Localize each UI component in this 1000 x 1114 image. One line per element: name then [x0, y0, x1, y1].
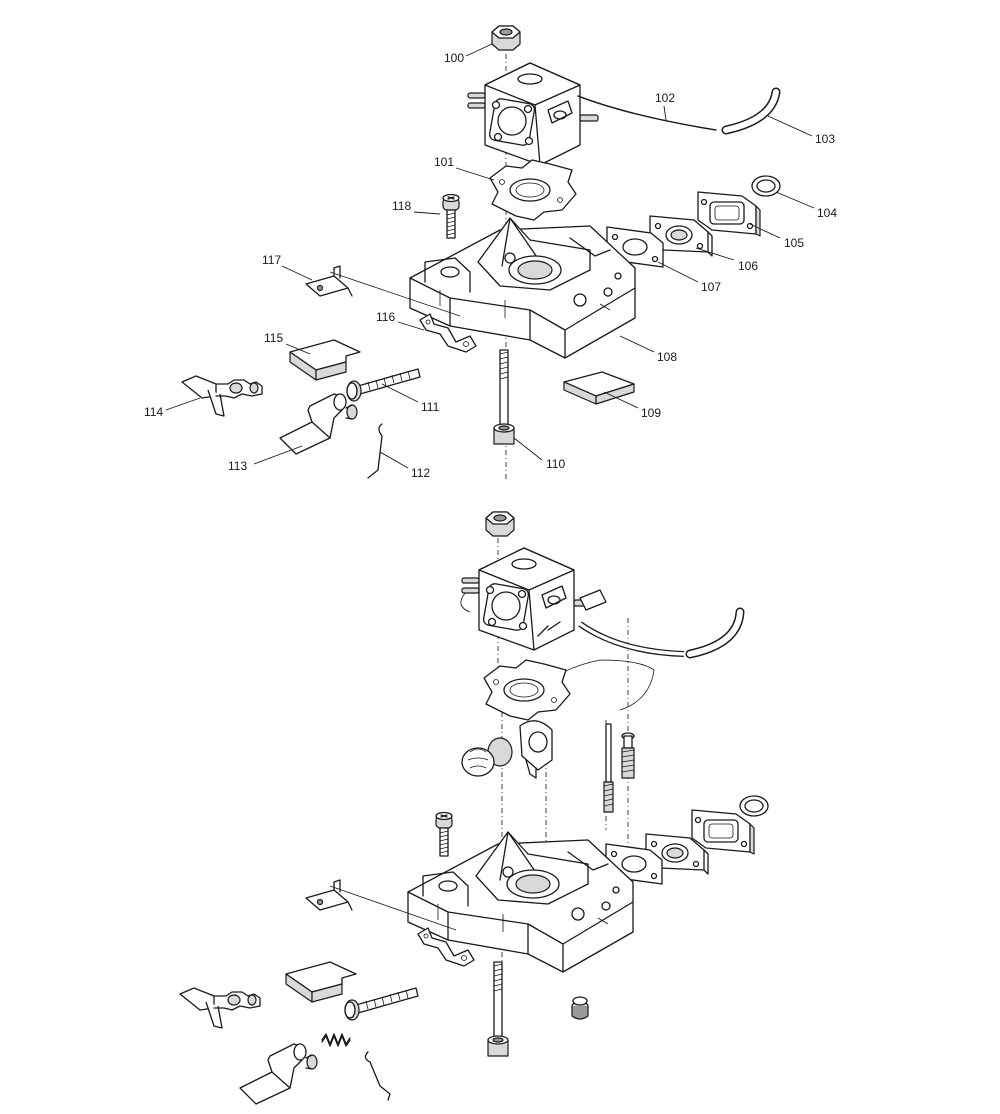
pad-part-109 [563, 371, 635, 405]
lever-part-114 [181, 375, 263, 417]
svg-text:102: 102 [655, 91, 675, 105]
lower-lever-arm [239, 1043, 318, 1105]
screw-part-118 [442, 193, 460, 239]
callout-106: 106 [695, 247, 758, 273]
svg-text:116: 116 [376, 310, 395, 324]
svg-text:103: 103 [815, 132, 835, 146]
callout-110: 110 [513, 437, 565, 471]
callout-115: 115 [264, 331, 311, 355]
svg-text:101: 101 [434, 155, 454, 169]
adjuster-pin [603, 723, 614, 813]
nut-part-100 [491, 25, 521, 51]
svg-text:106: 106 [738, 259, 758, 273]
callout-111: 111 [381, 383, 440, 414]
adjuster-screw [621, 732, 635, 779]
lower-block [285, 961, 357, 1003]
lower-long-screw [344, 987, 419, 1021]
upper-assembly [181, 25, 781, 480]
svg-text:112: 112 [411, 466, 430, 480]
grommet [571, 996, 589, 1020]
callout-117: 117 [262, 253, 313, 281]
svg-text:108: 108 [657, 350, 677, 364]
svg-text:117: 117 [262, 253, 281, 267]
carburetor-part-100 [467, 62, 599, 166]
lower-assembly [179, 511, 769, 1105]
lower-nut [485, 511, 515, 537]
callout-113: 113 [228, 445, 303, 473]
callout-108: 108 [619, 335, 677, 364]
svg-text:100: 100 [444, 51, 464, 65]
svg-text:104: 104 [817, 206, 837, 220]
lower-wire-spring [364, 1051, 391, 1101]
o-ring-part-104 [751, 175, 781, 197]
lower-lever [179, 987, 261, 1029]
callout-labels: 100 101 102 103 104 105 106 107 [144, 43, 837, 480]
svg-text:111: 111 [421, 400, 440, 414]
bracket-part-117 [305, 265, 353, 297]
svg-text:115: 115 [264, 331, 283, 345]
lower-screw [435, 811, 453, 857]
block-part-115 [289, 339, 361, 381]
svg-text:118: 118 [392, 199, 411, 213]
svg-text:107: 107 [701, 280, 721, 294]
lower-gasket [483, 659, 571, 721]
lower-carburetor [461, 547, 593, 651]
svg-text:105: 105 [784, 236, 804, 250]
insulator-gasket-part-105 [697, 191, 761, 237]
coil-spring [321, 1033, 351, 1047]
callout-102: 102 [655, 91, 675, 121]
lever-part-113 [279, 393, 358, 455]
callout-109: 109 [603, 391, 661, 420]
svg-text:113: 113 [228, 459, 247, 473]
svg-text:110: 110 [546, 457, 565, 471]
fuel-tube-part-102 [577, 95, 717, 131]
primer-bulb [461, 720, 553, 779]
lower-bolt [487, 961, 509, 1057]
callout-104: 104 [775, 191, 837, 220]
callout-103: 103 [767, 115, 835, 146]
svg-text:109: 109 [641, 406, 661, 420]
callout-107: 107 [657, 261, 721, 294]
callout-114: 114 [144, 397, 201, 419]
callout-101: 101 [434, 155, 495, 181]
svg-text:114: 114 [144, 405, 163, 419]
lower-o-ring [739, 795, 769, 817]
callout-112: 112 [379, 451, 430, 480]
spring-part-112 [367, 423, 383, 479]
callout-116: 116 [376, 310, 425, 331]
callout-118: 118 [392, 199, 441, 215]
lower-bracket-small [305, 879, 353, 911]
callout-105: 105 [749, 223, 804, 250]
bolt-part-110 [493, 349, 515, 445]
gasket-part-101 [489, 159, 577, 221]
callout-100: 100 [444, 43, 493, 65]
